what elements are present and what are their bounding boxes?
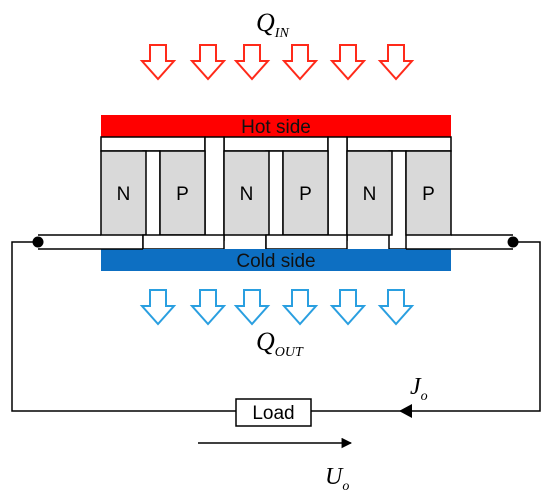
hot-side-label: Hot side [241,117,311,138]
cold-side-label: Cold side [236,251,315,272]
heat-in-arrow [329,44,367,81]
q-out-main: Q [256,327,275,356]
q-out-sub: OUT [275,345,304,360]
leg-p-type [159,150,206,236]
separator [204,136,225,241]
q-in-main: Q [256,8,275,37]
heat-out-arrow [139,289,177,326]
top-connector [223,136,329,152]
leg-n-type [346,150,393,236]
hot-side-plate [101,115,451,137]
external-circuit [11,241,541,412]
current-label: Jo [410,374,428,404]
leg-label: N [240,184,254,205]
leg-p-type [405,150,452,236]
bottom-connector [142,234,225,250]
voltage-label: Uo [325,464,349,494]
separator [327,136,348,241]
bottom-connectors [142,234,348,250]
q-in-label: QIN [256,8,289,41]
top-connectors [100,136,452,152]
heat-out-arrow [281,289,319,326]
leg-n-type [223,150,270,236]
heat-in-arrow [281,44,319,81]
heat-out-arrow [189,289,227,326]
leg-n-type [100,150,147,236]
load-label: Load [252,403,294,424]
heat-out-arrow [377,289,415,326]
current-sub: o [421,389,428,404]
voltage-sub: o [342,479,349,494]
heat-out-arrow [233,289,271,326]
load-box [235,398,312,427]
current-main: J [410,374,422,400]
leg-label: N [117,184,131,205]
q-out-label: QOUT [256,327,304,360]
leg-label: N [363,184,377,205]
top-connector [100,136,206,152]
leg-label: P [176,184,189,205]
cold-side-plate [101,249,451,271]
heat-out-arrow [329,289,367,326]
voltage-main: U [325,464,344,490]
bottom-connector [265,234,348,250]
heat-in-arrow [139,44,177,81]
top-connector [346,136,452,152]
leg-label: P [422,184,435,205]
current-arrow [399,404,412,418]
heat-in-arrow [377,44,415,81]
q-in-sub: IN [274,26,290,41]
leg-label: P [299,184,312,205]
heat-in-arrow [189,44,227,81]
heat-in-arrows [139,44,415,81]
heat-in-arrow [233,44,271,81]
heat-out-arrows [139,289,415,326]
